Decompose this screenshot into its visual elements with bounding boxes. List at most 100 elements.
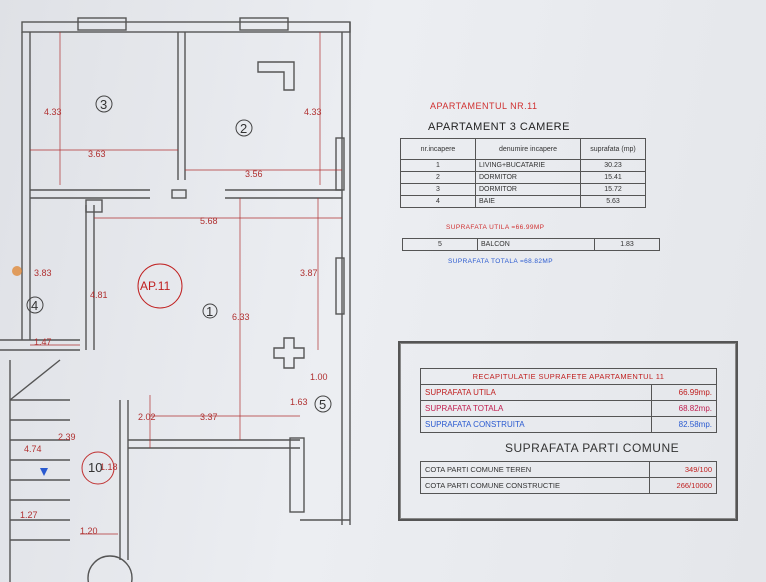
room-nr: 4	[400, 195, 476, 208]
top-wall	[21, 21, 351, 33]
pushpin-icon	[12, 266, 22, 276]
recap-label: SUPRAFATA TOTALA	[420, 400, 652, 417]
window-right-1	[335, 137, 345, 191]
dim-text: 1.18	[100, 462, 118, 472]
door-jamb	[171, 189, 187, 199]
recap-box: RECAPITULATIE SUPRAFETE APARTAMENTUL 11 …	[398, 341, 738, 521]
table-row: COTA PARTI COMUNE TEREN 349/100	[420, 461, 717, 478]
room-name: LIVING+BUCATARIE	[475, 159, 581, 172]
dim-text: 4.33	[44, 107, 62, 117]
table-row: 3 DORMITOR 15.72	[400, 183, 646, 196]
elevator-circle	[87, 555, 133, 582]
recap-value: 68.82mp.	[651, 400, 717, 417]
table-row: 5 BALCON 1.83	[402, 238, 660, 251]
common-parts-table: COTA PARTI COMUNE TEREN 349/100 COTA PAR…	[420, 461, 717, 494]
common-parts-title: SUPRAFATA PARTI COMUNE	[505, 441, 680, 455]
room-circle	[81, 451, 115, 485]
room-area: 30.23	[580, 159, 646, 172]
recap-title: RECAPITULATIE SUPRAFETE APARTAMENTUL 11	[420, 368, 717, 385]
bath-corner	[85, 199, 103, 213]
fixture-l-shape	[257, 61, 295, 91]
dim-text: 1.63	[290, 397, 308, 407]
dim-text: 2.39	[58, 432, 76, 442]
stair-arrow-icon	[40, 468, 48, 476]
dimension-lines	[30, 32, 342, 535]
common-label: COTA PARTI COMUNE TEREN	[420, 461, 650, 478]
room-area: 15.41	[580, 171, 646, 184]
recap-value: 66.99mp.	[651, 384, 717, 401]
dim-text: 3.63	[88, 149, 106, 159]
table-header: denumire incapere	[475, 138, 581, 160]
common-label: COTA PARTI COMUNE CONSTRUCTIE	[420, 477, 650, 494]
apartment-rooms-title: APARTAMENT 3 CAMERE	[428, 121, 570, 133]
dim-text: 3.37	[200, 412, 218, 422]
total-area-note: SUPRAFATA TOTALA =68.82MP	[448, 258, 553, 265]
room-number: 5	[319, 397, 326, 412]
window-right-2	[335, 257, 345, 315]
recap-value: 82.58mp.	[651, 416, 717, 433]
dim-text: 3.56	[245, 169, 263, 179]
room-number: 1	[206, 304, 213, 319]
room-area: 15.72	[580, 183, 646, 196]
table-header: nr.incapere	[400, 138, 476, 160]
dim-text: 4.74	[24, 444, 42, 454]
dim-text: 3.87	[300, 268, 318, 278]
rooms-table: nr.incapere denumire incapere suprafata …	[400, 138, 646, 208]
window-top-2	[239, 17, 289, 31]
room-circle	[314, 395, 332, 413]
stair-steps	[10, 399, 70, 541]
apartment-number-title: APARTAMENTUL NR.11	[430, 101, 538, 111]
common-value: 266/10000	[649, 477, 717, 494]
window-top-1	[77, 17, 127, 31]
table-row: 1 LIVING+BUCATARIE 30.23	[400, 159, 646, 172]
recap-label: SUPRAFATA CONSTRUITA	[420, 416, 652, 433]
room-area: 5.63	[580, 195, 646, 208]
balcony-area: 1.83	[594, 238, 660, 251]
table-row: 4 BAIE 5.63	[400, 195, 646, 208]
stair-diagonal	[9, 359, 61, 401]
balcony-pillar	[289, 437, 305, 513]
room-number: 2	[240, 121, 247, 136]
common-value: 349/100	[649, 461, 717, 478]
dim-text: 4.81	[90, 290, 108, 300]
room-circle	[95, 95, 113, 113]
dim-text: 1.20	[80, 526, 98, 536]
dim-text: 1.47	[34, 337, 52, 347]
room-nr: 2	[400, 171, 476, 184]
room-name: DORMITOR	[475, 183, 581, 196]
dim-text: 6.33	[232, 312, 250, 322]
room-number: 3	[100, 97, 107, 112]
room-name: BAIE	[475, 195, 581, 208]
table-row: SUPRAFATA TOTALA 68.82mp.	[420, 400, 717, 417]
column-cross	[273, 337, 305, 369]
room-number: 4	[31, 298, 38, 313]
apartment-label: AP.11	[140, 279, 171, 293]
room-name: DORMITOR	[475, 171, 581, 184]
balcony-table: 5 BALCON 1.83	[402, 238, 660, 251]
room-number: 10	[88, 460, 102, 475]
table-header: suprafata (mp)	[580, 138, 646, 160]
balcony-name: BALCON	[477, 238, 595, 251]
dim-text: 1.27	[20, 510, 38, 520]
table-header-row: nr.incapere denumire incapere suprafata …	[400, 138, 646, 160]
table-row: SUPRAFATA UTILA 66.99mp.	[420, 384, 717, 401]
table-row: COTA PARTI COMUNE CONSTRUCTIE 266/10000	[420, 477, 717, 494]
dim-text: 2.02	[138, 412, 156, 422]
recap-table: RECAPITULATIE SUPRAFETE APARTAMENTUL 11 …	[420, 368, 717, 433]
apartment-circle	[137, 263, 183, 309]
room-nr: 3	[400, 183, 476, 196]
dim-text: 4.33	[304, 107, 322, 117]
balcony-nr: 5	[402, 238, 478, 251]
room-circle	[235, 119, 253, 137]
dim-text: 1.00	[310, 372, 328, 382]
dim-text: 3.83	[34, 268, 52, 278]
table-row: 2 DORMITOR 15.41	[400, 171, 646, 184]
table-row: SUPRAFATA CONSTRUITA 82.58mp.	[420, 416, 717, 433]
room-circle	[202, 303, 218, 319]
room-nr: 1	[400, 159, 476, 172]
room-circle	[26, 296, 44, 314]
recap-label: SUPRAFATA UTILA	[420, 384, 652, 401]
dim-text: 5.68	[200, 216, 218, 226]
